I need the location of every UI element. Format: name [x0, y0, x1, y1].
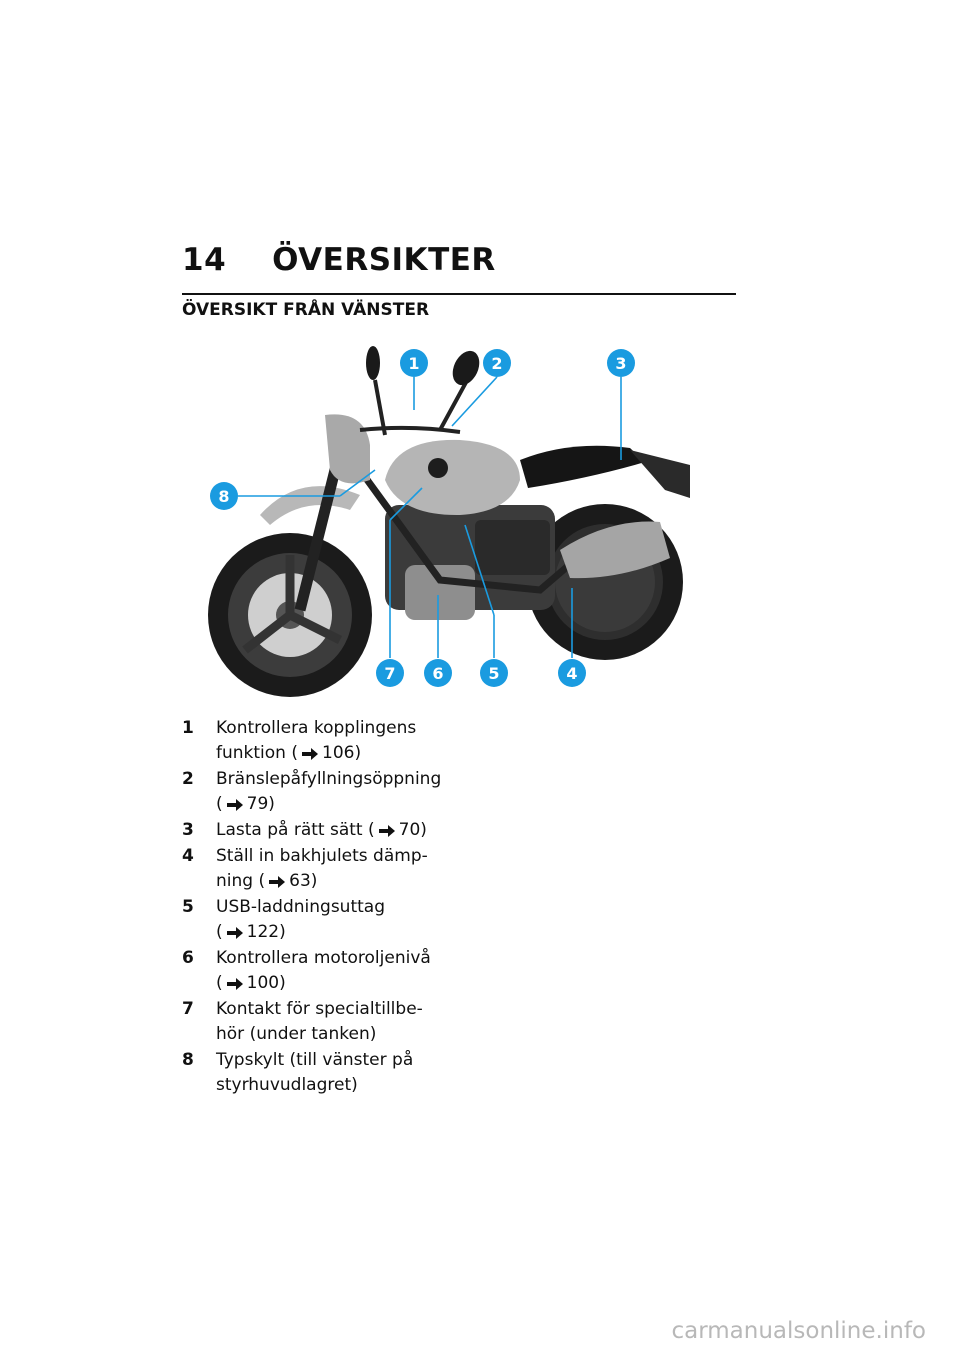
page-reference-arrow-icon [226, 927, 243, 939]
page-reference[interactable]: 106 [322, 743, 355, 763]
legend-number: 3 [182, 820, 194, 840]
legend-text: ning [216, 871, 254, 891]
callout-7: 7 [376, 659, 404, 687]
legend-number: 4 [182, 846, 194, 866]
legend-number: 2 [182, 769, 194, 789]
section-title: ÖVERSIKT FRÅN VÄNSTER [182, 300, 430, 320]
legend-number: 8 [182, 1050, 194, 1070]
legend-text: Kontrollera kopplingens [216, 718, 417, 738]
svg-text:6: 6 [432, 664, 443, 683]
legend-item: 7 Kontakt för specialtillbe-hör (under t… [182, 997, 452, 1047]
legend-item: 6 Kontrollera motoroljenivå(100) [182, 948, 431, 993]
callout-1: 1 [400, 349, 428, 377]
fuel-tank [385, 439, 520, 516]
legend-number: 1 [182, 718, 194, 738]
legend-text: Kontakt för specialtillbe- [216, 999, 423, 1019]
chapter-title: ÖVERSIKTER [272, 242, 496, 278]
svg-text:2: 2 [491, 354, 502, 373]
page-reference-arrow-icon [226, 799, 243, 811]
legend-item: 5 USB-laddningsuttag(122) [182, 897, 385, 942]
leader-lines [238, 376, 622, 658]
chapter-heading: 14 ÖVERSIKTER [182, 242, 496, 278]
page-reference[interactable]: 79 [246, 794, 269, 814]
page-number: 14 [182, 242, 227, 278]
legend-text: Bränslepåfyllningsöppning [216, 769, 442, 789]
callout-8: 8 [210, 482, 238, 510]
legend-item: 4 Ställ in bakhjulets dämp-ning (63) [182, 846, 428, 891]
legend-number: 6 [182, 948, 194, 968]
legend-text: Lasta på rätt sätt [216, 820, 363, 840]
legend-text: Ställ in bakhjulets dämp- [216, 846, 428, 866]
page-reference-arrow-icon [226, 978, 243, 990]
legend-item: 2 Bränslepåfyllningsöppning(79) [182, 769, 442, 814]
svg-text:3: 3 [615, 354, 626, 373]
svg-text:7: 7 [384, 664, 395, 683]
legend-text: styrhuvudlagret) [216, 1075, 358, 1095]
legend-item: 8 Typskylt (till vänster på styrhuvudlagr… [182, 1048, 452, 1098]
page-reference[interactable]: 100 [246, 973, 280, 993]
legend-number: 7 [182, 999, 194, 1019]
page-reference-arrow-icon [302, 748, 318, 760]
legend-text: Typskylt (till vänster på [216, 1050, 414, 1070]
svg-text:8: 8 [218, 487, 229, 506]
heading-rule [182, 293, 736, 295]
legend-item: 3 Lasta på rätt sätt (70) [182, 818, 452, 843]
page-reference-arrow-icon [269, 876, 286, 888]
callout-3: 3 [607, 349, 635, 377]
callout-6: 6 [424, 659, 452, 687]
page-reference[interactable]: 122 [246, 922, 280, 942]
page-reference-arrow-icon [378, 825, 395, 837]
callout-4: 4 [558, 659, 586, 687]
legend-text: USB-laddningsuttag [216, 897, 385, 917]
callout-5: 5 [480, 659, 508, 687]
svg-text:1: 1 [408, 354, 419, 373]
fairing [325, 414, 370, 484]
site-watermark: carmanualsonline.info [671, 1318, 926, 1344]
svg-text:4: 4 [566, 664, 577, 683]
engine [385, 505, 555, 620]
page-reference[interactable]: 70 [398, 820, 421, 840]
legend-text: Kontrollera motoroljenivå [216, 948, 431, 968]
exhaust [560, 521, 670, 579]
page-reference[interactable]: 63 [289, 871, 311, 891]
legend-text: hör (under tanken) [216, 1024, 377, 1044]
legend-text: funktion [216, 743, 286, 763]
front-wheel [208, 533, 372, 697]
callout-2: 2 [483, 349, 511, 377]
svg-text:5: 5 [488, 664, 499, 683]
legend-number: 5 [182, 897, 194, 917]
motorcycle-illustration: 1 2 3 4 5 6 7 8 [208, 346, 690, 697]
seat [520, 445, 645, 488]
